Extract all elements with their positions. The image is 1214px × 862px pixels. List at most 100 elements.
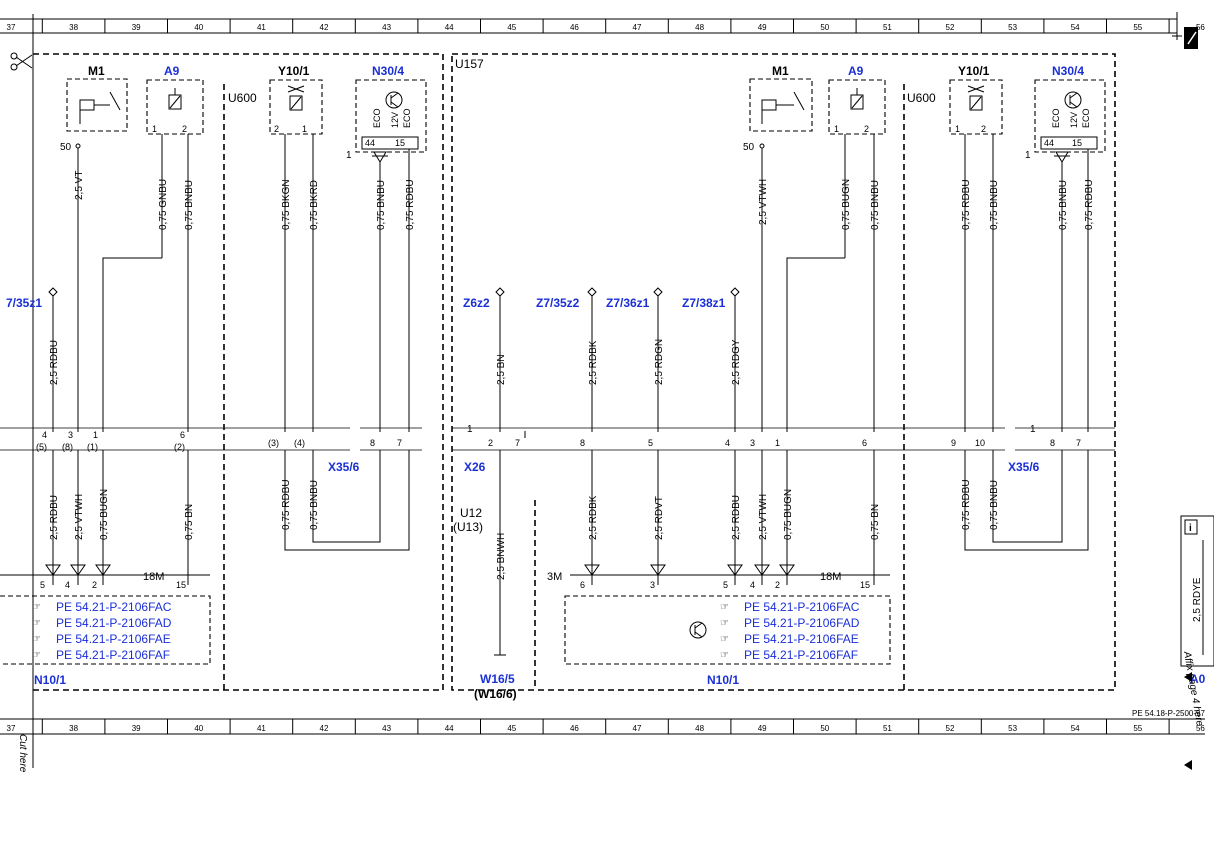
pe-ref-link[interactable]: ☞ PE 54.21-P-2106FAC [720, 600, 860, 614]
n10-label-left: N10/1 [34, 673, 66, 687]
n10-box-right [564, 564, 891, 665]
z-connector-label: 7/35z1 [6, 296, 42, 310]
arrow-icon [1184, 672, 1192, 682]
svg-text:6: 6 [180, 430, 185, 440]
svg-text:18M: 18M [143, 571, 164, 583]
x26-connector [452, 427, 1115, 451]
z-connectors [495, 287, 740, 432]
grid-column-label: 46 [570, 724, 579, 733]
valve-icon [168, 88, 182, 110]
svg-text:PE 54.21-P-2106FAE: PE 54.21-P-2106FAE [744, 632, 859, 646]
svg-text:2,5 BNWH: 2,5 BNWH [496, 533, 507, 580]
a9-box [828, 79, 886, 135]
svg-text:1: 1 [302, 124, 307, 134]
pe-ref-link[interactable]: ☞ PE 54.21-P-2106FAD [720, 616, 860, 630]
grid-column-label: 44 [445, 23, 454, 32]
transistor-icon [385, 91, 403, 109]
arrow-icon [1184, 760, 1192, 770]
valve-icon [287, 85, 305, 111]
svg-text:8: 8 [580, 438, 585, 448]
svg-text:ECO: ECO [372, 108, 382, 128]
grid-column-label: 45 [507, 23, 516, 32]
svg-text:1: 1 [93, 430, 98, 440]
grid-column-label: 50 [820, 23, 829, 32]
svg-text:ECO: ECO [1081, 108, 1091, 128]
x35-label-right: X35/6 [1008, 460, 1040, 474]
pe-ref-link[interactable]: ☞ PE 54.21-P-2106FAF [32, 648, 170, 662]
hand-pointer-icon: ☞ [32, 634, 41, 645]
svg-text:9: 9 [951, 438, 956, 448]
grid-column-label: 41 [257, 724, 266, 733]
pe-ref-links-right: ☞ PE 54.21-P-2106FAC ☞ PE 54.21-P-2106FA… [720, 600, 860, 662]
svg-text:0,75 GNBU: 0,75 GNBU [158, 179, 169, 230]
svg-text:ECO: ECO [402, 108, 412, 128]
grid-column-label: 40 [194, 724, 203, 733]
grid-column-label: 39 [132, 23, 141, 32]
pe-ref-link[interactable]: ☞ PE 54.21-P-2106FAF [720, 648, 858, 662]
u157-frame [451, 53, 1116, 691]
hand-pointer-icon: ☞ [720, 634, 729, 645]
right-lower-wires [494, 450, 1089, 656]
svg-text:2: 2 [775, 580, 780, 590]
svg-text:15: 15 [176, 580, 186, 590]
w16-label: W16/5 [480, 672, 515, 686]
grid-column-label: 52 [946, 23, 955, 32]
grid-column-label: 42 [320, 724, 329, 733]
w16b-label: (W16/6) [474, 687, 517, 701]
svg-text:6: 6 [580, 580, 585, 590]
left-upper-wires [77, 134, 410, 432]
svg-text:0,75 BN: 0,75 BN [184, 504, 195, 540]
svg-text:3M: 3M [547, 571, 562, 583]
n30-box [355, 79, 427, 153]
svg-text:PE 54.21-P-2106FAF: PE 54.21-P-2106FAF [744, 648, 858, 662]
z-connector-label: Z7/38z1 [682, 296, 726, 310]
svg-text:PE 54.21-P-2106FAE: PE 54.21-P-2106FAE [56, 632, 171, 646]
svg-text:0,75 BUGN: 0,75 BUGN [99, 489, 110, 540]
right-component-label: A0 [1190, 672, 1206, 686]
a9-label: A9 [164, 64, 180, 78]
left-section-frame [33, 53, 444, 691]
svg-text:2: 2 [182, 124, 187, 134]
pe-ref-link[interactable]: ☞ PE 54.21-P-2106FAE [720, 632, 859, 646]
svg-text:8: 8 [1050, 438, 1055, 448]
x26-label: X26 [464, 460, 486, 474]
y10-box [269, 79, 323, 135]
m1-box [749, 78, 813, 132]
pe-ref-link[interactable]: ☞ PE 54.21-P-2106FAC [32, 600, 172, 614]
svg-text:7: 7 [515, 438, 520, 448]
svg-text:6: 6 [862, 438, 867, 448]
svg-text:0,75 BNBU: 0,75 BNBU [309, 480, 320, 530]
svg-text:(5): (5) [36, 442, 47, 452]
grid-column-label: 47 [633, 23, 642, 32]
svg-text:15: 15 [395, 138, 405, 148]
grid-column-label: 54 [1071, 724, 1080, 733]
svg-text:0,75 RDBU: 0,75 RDBU [405, 179, 416, 230]
grid-column-label: 50 [820, 724, 829, 733]
svg-text:2,5 VTWH: 2,5 VTWH [758, 494, 769, 540]
n30-label: N30/4 [372, 64, 404, 78]
svg-text:0,75 BUGN: 0,75 BUGN [783, 489, 794, 540]
svg-text:(3): (3) [268, 438, 279, 448]
svg-text:2,5 VT: 2,5 VT [74, 171, 85, 200]
a9-box [146, 79, 204, 135]
grid-column-label: 41 [257, 23, 266, 32]
svg-text:0,75 BKGN: 0,75 BKGN [281, 179, 292, 230]
u600-label-right: U600 [907, 91, 936, 105]
hand-pointer-icon: ☞ [720, 602, 729, 613]
svg-text:i: i [1189, 523, 1192, 534]
grid-column-label: 56 [1196, 23, 1205, 32]
svg-text:(2): (2) [174, 442, 185, 452]
pe-ref-link[interactable]: ☞ PE 54.21-P-2106FAE [32, 632, 171, 646]
svg-text:(4): (4) [294, 438, 305, 448]
svg-text:(8): (8) [62, 442, 73, 452]
svg-text:0,75 RDBU: 0,75 RDBU [961, 179, 972, 230]
svg-text:0,75 BNBU: 0,75 BNBU [870, 180, 881, 230]
svg-text:2,5 RDVT: 2,5 RDVT [654, 496, 665, 540]
svg-text:7: 7 [397, 438, 402, 448]
grid-column-label: 55 [1133, 23, 1142, 32]
grid-column-label: 42 [320, 23, 329, 32]
pe-ref-link[interactable]: ☞ PE 54.21-P-2106FAD [32, 616, 172, 630]
